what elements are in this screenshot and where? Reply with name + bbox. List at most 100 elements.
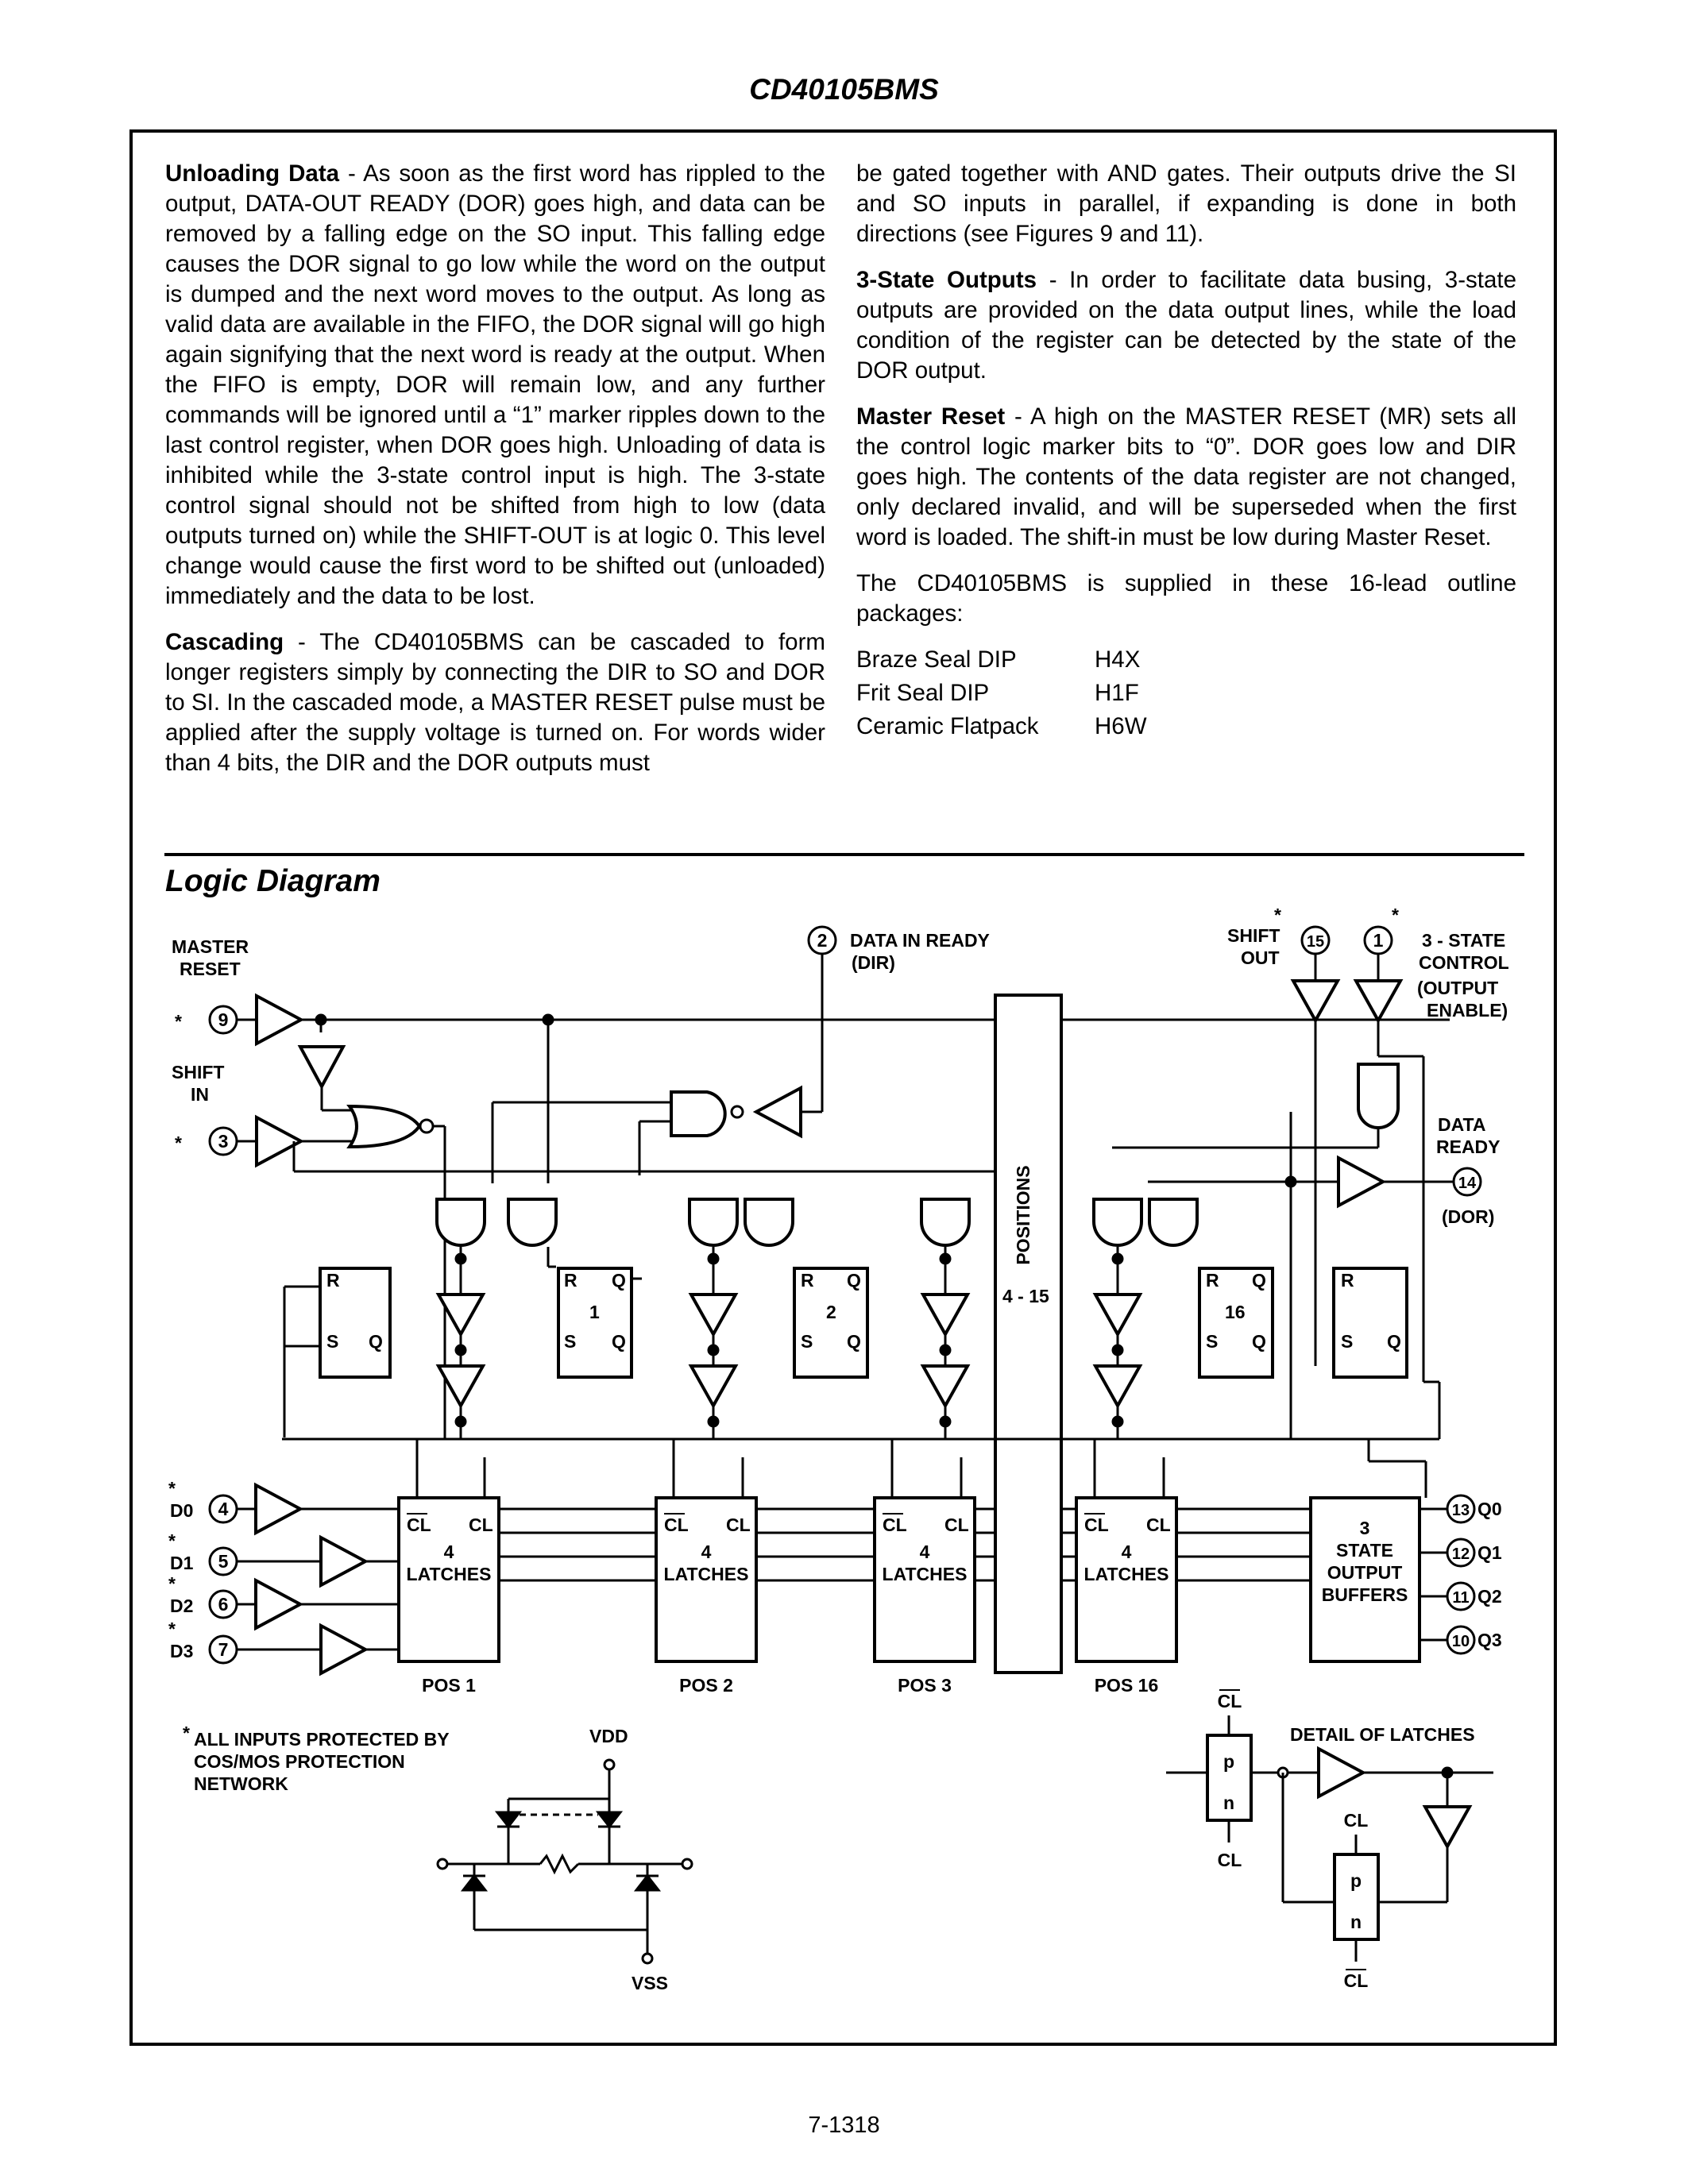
latch-cl-label: CL	[726, 1515, 751, 1535]
three-state-label: ENABLE)	[1427, 1000, 1508, 1021]
latch-label: LATCHES	[883, 1564, 968, 1584]
protection-note: COS/MOS PROTECTION	[194, 1751, 405, 1772]
master-reset-label: RESET	[180, 959, 241, 979]
reset-and-feedback-wiring	[282, 1380, 1441, 1498]
pin-number: 15	[1307, 933, 1324, 951]
shift-in-label: IN	[191, 1084, 209, 1105]
latch-clbar-label: CL	[883, 1515, 907, 1535]
three-state-label: CONTROL	[1419, 952, 1509, 973]
latch-pos-16	[1075, 1496, 1178, 1663]
latch-cl-label: CL	[469, 1515, 493, 1535]
positions-range-label: 4 - 15	[1002, 1286, 1049, 1306]
shift-in-input	[208, 1086, 1041, 1439]
ff-s-label: S	[1206, 1331, 1218, 1352]
detail-p-label: p	[1350, 1870, 1362, 1891]
shift-out-input	[1292, 925, 1339, 1366]
detail-clbar-label: CL	[1218, 1691, 1242, 1711]
latch-count-label: 4	[1122, 1542, 1132, 1562]
continued-paragraph: be gated together with AND gates. Their …	[856, 160, 1516, 247]
ff-r-label: R	[1206, 1270, 1219, 1291]
master-reset-heading: Master Reset	[856, 403, 1006, 430]
latch-count-label: 4	[701, 1542, 712, 1562]
package-code: H6W	[1095, 713, 1147, 739]
pin-number: 2	[817, 930, 828, 951]
page-frame	[129, 129, 1557, 2046]
logic-diagram-title: Logic Diagram	[165, 864, 380, 898]
latch-cl-label: CL	[1146, 1515, 1171, 1535]
package-code: H4X	[1095, 646, 1141, 673]
ff-qbar-label: Q	[1252, 1270, 1266, 1291]
detail-n-label: n	[1223, 1792, 1234, 1813]
buffer-label: BUFFERS	[1322, 1584, 1408, 1605]
data-ready-label: READY	[1436, 1136, 1501, 1157]
d2-label: D2	[170, 1596, 193, 1616]
unloading-data-text: - As soon as the first word has rippled …	[165, 160, 826, 609]
master-reset-text: - A high on the MASTER RESET (MR) sets a…	[856, 403, 1516, 550]
q2-label: Q2	[1477, 1586, 1502, 1607]
vdd-label: VDD	[589, 1726, 628, 1746]
data-input-d3	[208, 1624, 399, 1675]
protection-network	[436, 1758, 693, 1965]
vss-label: VSS	[632, 1973, 668, 1993]
output-buffers-block	[1309, 1496, 1421, 1663]
control-stage-1	[283, 1013, 558, 1439]
pin-number: 13	[1452, 1502, 1470, 1519]
buffer-label: STATE	[1336, 1540, 1393, 1561]
cascading-paragraph: Cascading - The CD40105BMS can be cascad…	[165, 627, 825, 778]
pin-number: 9	[218, 1009, 229, 1030]
latch-clbar-label: CL	[664, 1515, 689, 1535]
ff-r-label: R	[1341, 1270, 1354, 1291]
packages-intro: The CD40105BMS is supplied in these 16-l…	[856, 570, 1516, 627]
ff-qbar-label: Q	[847, 1270, 861, 1291]
data-input-d1	[208, 1536, 399, 1587]
latch-pos-1	[397, 1496, 500, 1663]
protected-marker: *	[1274, 905, 1281, 925]
package-name: Frit Seal DIP	[856, 680, 990, 706]
protected-marker: *	[168, 1619, 176, 1639]
latch-bus-wiring	[415, 1439, 1311, 1582]
data-in-ready-label: DATA IN READY	[850, 930, 990, 951]
ff-s-label: S	[801, 1331, 813, 1352]
detail-clbar-label: CL	[1344, 1970, 1369, 1991]
ff-s-label: S	[564, 1331, 576, 1352]
d1-label: D1	[170, 1553, 194, 1573]
protected-marker: *	[168, 1530, 176, 1551]
latch-label: LATCHES	[664, 1564, 749, 1584]
ff-r-label: R	[801, 1270, 814, 1291]
latch-pos-3	[873, 1496, 976, 1663]
three-state-control-input	[1112, 925, 1425, 1382]
master-reset-paragraph: Master Reset - A high on the MASTER RESE…	[856, 402, 1516, 553]
ff-q-label: Q	[612, 1331, 626, 1352]
detail-cl-label: CL	[1344, 1810, 1369, 1831]
pin-number: 12	[1452, 1545, 1470, 1563]
ff-number-label: 2	[826, 1302, 836, 1322]
latch-count-label: 4	[920, 1542, 930, 1562]
three-state-outputs-paragraph: 3-State Outputs - In order to facilitate…	[856, 265, 1516, 386]
pos-1-label: POS 1	[422, 1675, 476, 1696]
latch-pos-2	[655, 1496, 758, 1663]
ff-qbar-label: Q	[612, 1270, 626, 1291]
pin-number: 1	[1373, 930, 1384, 951]
document-header-title: CD40105BMS	[749, 73, 939, 106]
cascading-text: - The CD40105BMS can be cascaded to form…	[165, 629, 825, 776]
protected-marker: *	[168, 1573, 176, 1594]
latch-label: LATCHES	[407, 1564, 492, 1584]
data-input-d2	[208, 1579, 399, 1630]
three-state-heading: 3-State Outputs	[856, 267, 1037, 293]
protection-note: NETWORK	[194, 1773, 288, 1794]
right-text-column: be gated together with AND gates. Their …	[856, 159, 1516, 742]
left-text-column: Unloading Data - As soon as the first wo…	[165, 159, 825, 794]
buffer-label: 3	[1360, 1518, 1370, 1538]
overbars	[407, 1268, 1366, 1970]
detail-title: DETAIL OF LATCHES	[1290, 1724, 1475, 1745]
ff-number-label: 16	[1225, 1302, 1246, 1322]
data-outputs	[1420, 1494, 1476, 1655]
shift-in-label: SHIFT	[172, 1062, 224, 1082]
package-code: H1F	[1095, 680, 1139, 706]
data-ready-label: DATA	[1438, 1114, 1485, 1135]
protection-note: ALL INPUTS PROTECTED BY	[194, 1729, 450, 1750]
control-stage-16	[1092, 1112, 1408, 1439]
detail-p-label: p	[1223, 1751, 1234, 1772]
